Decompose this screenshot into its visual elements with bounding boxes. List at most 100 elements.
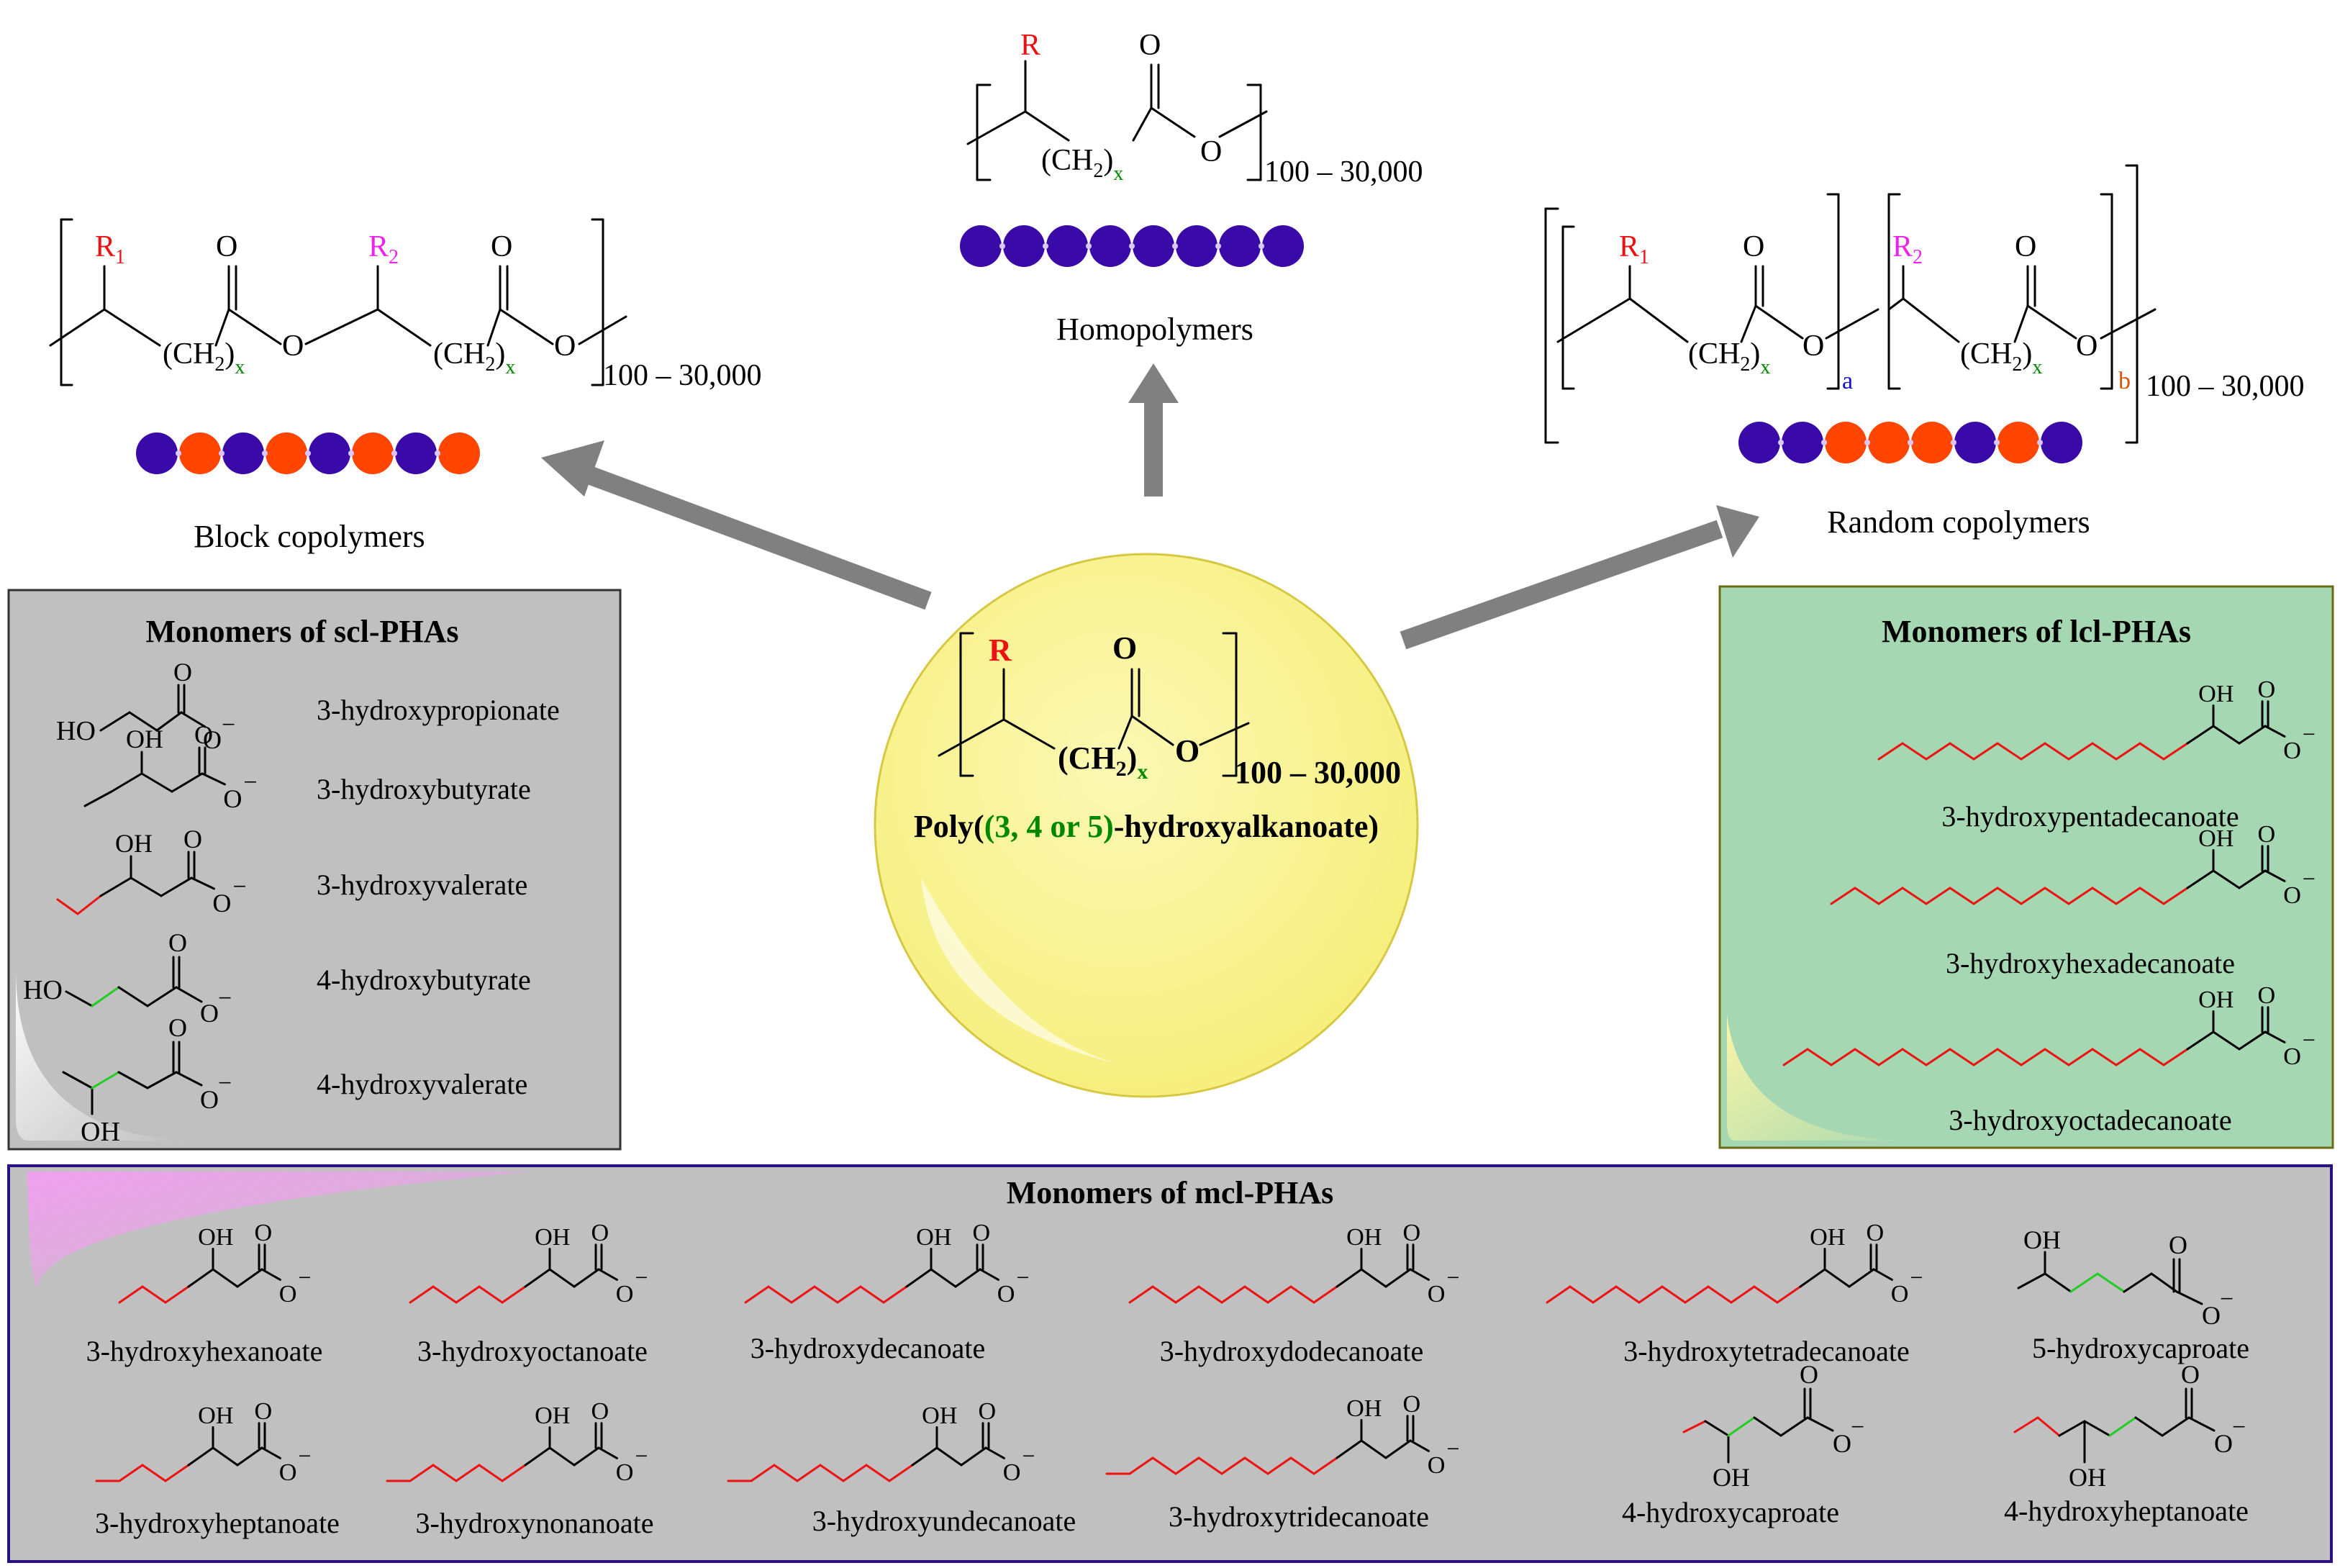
- bond: [62, 1071, 94, 1089]
- lcl-panel: Monomers of lcl-PHAs: [1718, 585, 2334, 1149]
- bond: [1360, 1439, 1387, 1459]
- bond: [905, 1268, 933, 1288]
- carboxylate-o: O: [616, 1281, 634, 1308]
- mcl-names: 3-hydroxyhexanoate 3-hydroxyoctanoate 3-…: [86, 1332, 2249, 1539]
- chain-bond: [1901, 887, 1928, 905]
- bond: [2161, 1416, 2190, 1437]
- bond: [1150, 107, 1196, 138]
- chain-bond: [1266, 1456, 1292, 1475]
- chain-bond: [1243, 1456, 1269, 1475]
- carboxylate-o: O: [1891, 1281, 1909, 1308]
- carboxylate-o: O: [2283, 738, 2301, 764]
- bond: [65, 990, 94, 1007]
- bead-chains: [136, 225, 2082, 474]
- block-bead-purple: [222, 432, 264, 474]
- mcl-name-r2-4: 3-hydroxytridecanoate: [1169, 1500, 1429, 1533]
- bond: [1384, 1268, 1412, 1288]
- oh-label: OH: [2198, 987, 2234, 1013]
- scl-title: Monomers of scl-PHAs: [145, 614, 458, 649]
- mcl-name-r2-1: 3-hydroxyheptanoate: [95, 1507, 340, 1539]
- minus-sign: −: [218, 985, 232, 1012]
- oh-label: OH: [1346, 1224, 1382, 1251]
- bond: [1117, 715, 1133, 750]
- bond: [1848, 1268, 1875, 1288]
- bond: [2083, 1420, 2111, 1437]
- bond: [2187, 1416, 2216, 1432]
- carboxylate-o: O: [616, 1459, 634, 1486]
- chain-bond: [819, 1464, 845, 1482]
- center-sphere: [874, 553, 1419, 1098]
- random-ch2-2: (CH2)x: [1960, 337, 2042, 379]
- bond: [2013, 1416, 2039, 1433]
- bond: [117, 986, 149, 1007]
- bond: [1704, 1420, 1730, 1437]
- random-formula: R1 O R2 O (CH2)x O a (CH2)x O b 100 – 30…: [1619, 230, 2305, 540]
- mcl-name-r1-2: 3-hydroxyoctanoate: [417, 1335, 648, 1367]
- chain-bond: [1266, 1285, 1292, 1304]
- bond: [1806, 1416, 1834, 1432]
- bond: [212, 1446, 239, 1467]
- bond: [146, 1071, 178, 1089]
- random-bead-link: [1994, 440, 2000, 445]
- scl-name-5: 4-hydroxyvalerate: [317, 1068, 527, 1100]
- oh-label: OH: [198, 1402, 233, 1429]
- chain-bond: [1289, 1456, 1315, 1475]
- oh-label: OH: [126, 725, 163, 753]
- bond: [2123, 1272, 2153, 1293]
- chain-bond: [2044, 887, 2070, 905]
- carbonyl-o: O: [973, 1220, 991, 1246]
- minus-sign: −: [218, 1070, 232, 1097]
- oh-label: OH: [1713, 1463, 1750, 1492]
- bond: [573, 1268, 600, 1288]
- chain-bond: [842, 1464, 868, 1482]
- minus-sign: −: [1446, 1436, 1459, 1461]
- chain-bond: [1684, 1285, 1710, 1304]
- block-bead-link: [348, 450, 354, 456]
- chain-bond: [1901, 742, 1928, 761]
- bond: [2238, 725, 2267, 745]
- arrow-to-homo-head: [1128, 363, 1179, 403]
- bond: [160, 876, 193, 897]
- carbonyl-o: O: [168, 928, 187, 957]
- bond: [260, 1446, 281, 1459]
- chain-bond: [790, 1285, 816, 1304]
- block-bead-link: [305, 450, 311, 456]
- bond: [146, 986, 178, 1007]
- bond: [304, 308, 379, 345]
- chain-bond: [1289, 1285, 1315, 1304]
- block-formula: R1 O R2 O (CH2)x O (CH2)x O 100 – 30,000…: [95, 230, 762, 554]
- bond: [83, 790, 113, 807]
- bond: [938, 718, 1005, 757]
- chain-bond: [2020, 742, 2046, 761]
- mcl-name-r1-5: 3-hydroxytetradecanoate: [1623, 1335, 1910, 1367]
- center-r-label: R: [989, 633, 1012, 668]
- chain-bond: [118, 1464, 144, 1482]
- bond: [99, 711, 131, 732]
- homo-bead-purple: [1219, 225, 1261, 267]
- bond: [573, 1446, 600, 1467]
- block-o3: O: [282, 330, 304, 363]
- bond: [1779, 1416, 1809, 1437]
- bond: [2264, 725, 2286, 738]
- carbonyl-o: O: [591, 1220, 609, 1246]
- bond: [1335, 1439, 1363, 1459]
- chain-bond: [1854, 1048, 1880, 1066]
- chain-bond: [478, 1285, 504, 1304]
- chain-bond: [1197, 1456, 1223, 1475]
- random-bead-link: [1778, 440, 1784, 445]
- random-bead-link: [1821, 440, 1827, 445]
- bond: [2212, 725, 2241, 745]
- mcl-name-r1-1: 3-hydroxyhexanoate: [86, 1335, 323, 1367]
- bond: [499, 308, 554, 345]
- homo-bead-link: [1086, 243, 1092, 249]
- random-b: b: [2118, 368, 2131, 394]
- chain-bond: [2162, 887, 2189, 905]
- homo-bead-purple: [1133, 225, 1174, 267]
- chain-bond: [2091, 887, 2118, 905]
- chain-bond: [2139, 887, 2165, 905]
- bond: [201, 772, 226, 786]
- mcl-name-r2-3: 3-hydroxyundecanoate: [812, 1505, 1076, 1537]
- carboxylate-o: O: [279, 1281, 297, 1308]
- bond: [960, 1446, 987, 1467]
- bond: [2026, 304, 2077, 340]
